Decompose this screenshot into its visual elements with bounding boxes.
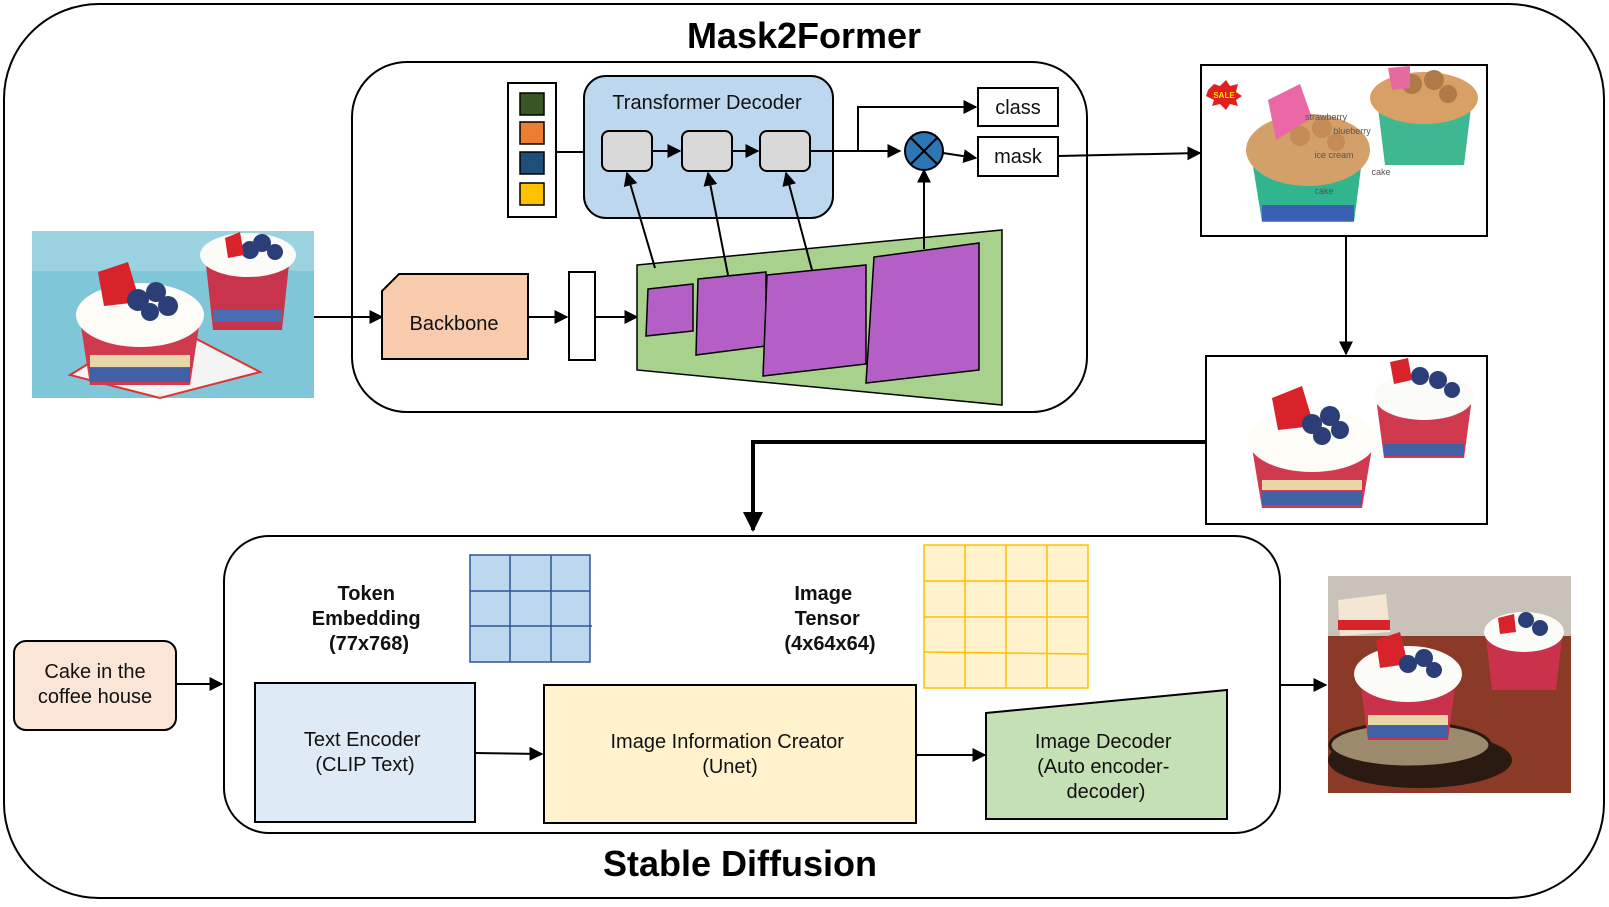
class-output-box <box>977 87 1059 127</box>
text-encoder-line: Text Encoder <box>304 729 421 751</box>
feature-vector <box>568 271 596 361</box>
token-embedding-grid <box>469 554 592 663</box>
masked-cupcake-image <box>1205 355 1488 525</box>
backbone-block <box>381 273 529 360</box>
arrow-fmap-to-layer2 <box>703 171 729 276</box>
arrow-mask-to-stable-diffusion <box>743 440 1206 532</box>
multiply-icon <box>904 131 944 171</box>
text-encoder-label: Text Encoder (CLIP Text) <box>304 729 426 776</box>
image-tensor-grid <box>923 544 1089 689</box>
seg-label: ice cream <box>1314 150 1353 160</box>
mask-output-box <box>977 136 1059 177</box>
prompt-line-1: Cake in the <box>44 661 145 683</box>
image-decoder-label: Image Decoder (Auto encoder- decoder) <box>1035 731 1177 803</box>
token-embedding-line: Token <box>338 583 395 605</box>
sale-badge-label: SALE <box>1213 91 1235 100</box>
arrow-multiply-to-mask <box>942 149 978 164</box>
arrow-to-class <box>857 100 978 151</box>
arrow-text-encoder-to-unet <box>474 746 544 761</box>
prompt-text: Cake in the coffee house <box>38 661 152 708</box>
feature-map-3 <box>762 264 867 377</box>
seg-label: strawberry <box>1305 112 1348 122</box>
seg-label: cake <box>1371 167 1390 177</box>
query-swatch <box>519 92 545 116</box>
arrow-fmap-to-layer3 <box>782 171 813 271</box>
feature-map-1 <box>645 283 694 337</box>
segmentation-result-image: SALE strawberry blueberry ice cream cake… <box>1200 64 1488 237</box>
image-info-creator-line: (Unet) <box>702 756 758 778</box>
query-swatch <box>519 121 545 145</box>
query-swatch <box>519 151 545 175</box>
stable-diffusion-title: Stable Diffusion <box>603 843 877 884</box>
image-tensor-line: (4x64x64) <box>784 633 875 655</box>
decoder-layer-3 <box>759 130 811 172</box>
image-decoder-block <box>985 688 1228 820</box>
class-output-label: class <box>995 97 1041 119</box>
token-embedding-label: Token Embedding (77x768) <box>312 583 426 655</box>
generated-output-image <box>1328 576 1571 793</box>
mask-output-label: mask <box>994 146 1043 168</box>
prompt-line-2: coffee house <box>38 686 152 708</box>
input-cupcake-image <box>32 231 314 400</box>
query-swatch <box>519 182 545 206</box>
arrow-mask-to-segmentation <box>1057 146 1202 161</box>
backbone-label: Backbone <box>410 313 499 335</box>
seg-label: cake <box>1314 186 1333 196</box>
feature-map-4 <box>865 242 980 384</box>
token-embedding-line: Embedding <box>312 608 421 630</box>
image-tensor-label: Image Tensor (4x64x64) <box>784 583 875 655</box>
mask2former-title: Mask2Former <box>687 15 921 56</box>
image-info-creator-block <box>543 684 917 824</box>
text-encoder-block <box>254 682 476 823</box>
prompt-box <box>13 640 177 731</box>
seg-label: blueberry <box>1333 126 1371 136</box>
image-decoder-line: decoder) <box>1067 781 1146 803</box>
image-tensor-line: Image <box>794 583 852 605</box>
arrow-fmap-to-layer1 <box>623 171 656 269</box>
text-encoder-line: (CLIP Text) <box>315 754 414 776</box>
image-decoder-line: Image Decoder <box>1035 731 1172 753</box>
image-info-creator-label: Image Information Creator (Unet) <box>611 731 850 778</box>
decoder-layer-1 <box>601 130 653 172</box>
token-embedding-line: (77x768) <box>329 633 409 655</box>
decoder-layer-2 <box>681 130 733 172</box>
feature-map-2 <box>695 271 767 356</box>
transformer-decoder-label: Transformer Decoder <box>612 92 802 114</box>
image-tensor-line: Tensor <box>795 608 860 630</box>
image-decoder-line: (Auto encoder- <box>1037 756 1169 778</box>
image-info-creator-line: Image Information Creator <box>611 731 845 753</box>
